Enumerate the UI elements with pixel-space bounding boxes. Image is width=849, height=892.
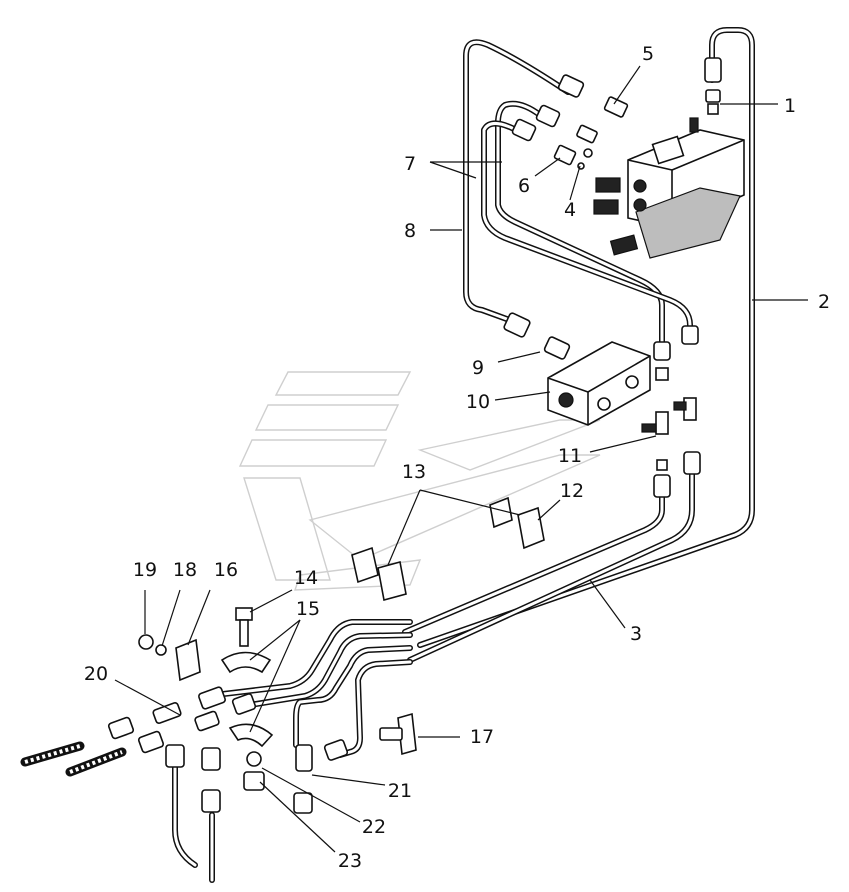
callout-10: 10: [466, 391, 490, 413]
lower-left-hoses: [20, 741, 215, 883]
callout-3: 3: [630, 623, 642, 645]
pipe-2-right-loop: [417, 27, 755, 648]
callout-12: 12: [560, 480, 584, 502]
callout-4: 4: [564, 199, 576, 221]
callout-7: 7: [404, 153, 416, 175]
watermark-logo: [238, 371, 601, 591]
callout-2: 2: [818, 291, 830, 313]
callout-13: 13: [402, 461, 426, 483]
callout-22: 22: [362, 816, 386, 838]
callout-16: 16: [214, 559, 238, 581]
clamps: [175, 496, 545, 748]
leader-lines: [114, 65, 808, 853]
callout-5: 5: [642, 43, 654, 65]
distribution-block-10: [547, 341, 651, 426]
pipe-7-upper: [494, 100, 665, 348]
pipe-3-long: [407, 467, 695, 663]
pipe-12-long: [402, 492, 665, 635]
small-hardware: [107, 607, 417, 814]
callout-20: 20: [84, 663, 108, 685]
callout-11: 11: [558, 445, 582, 467]
callout-17: 17: [470, 726, 494, 748]
callout-8: 8: [404, 220, 416, 242]
callout-6: 6: [518, 175, 530, 197]
callout-19: 19: [133, 559, 157, 581]
callout-1: 1: [784, 95, 796, 117]
callout-14: 14: [294, 567, 318, 589]
pipe-bundle-lower: [212, 619, 413, 758]
callout-15: 15: [296, 598, 320, 620]
callout-9: 9: [472, 357, 484, 379]
pipe-8-left-loop: [463, 39, 571, 325]
callout-18: 18: [173, 559, 197, 581]
valve-block: [593, 117, 745, 259]
pipe-7-lower: [481, 120, 693, 338]
callout-labels: 1 2 3 4 5 6 7 8 9 10 11 12 13 14 15 16 1…: [84, 43, 830, 872]
fittings: [503, 57, 722, 498]
callout-23: 23: [338, 850, 362, 872]
callout-21: 21: [388, 780, 412, 802]
